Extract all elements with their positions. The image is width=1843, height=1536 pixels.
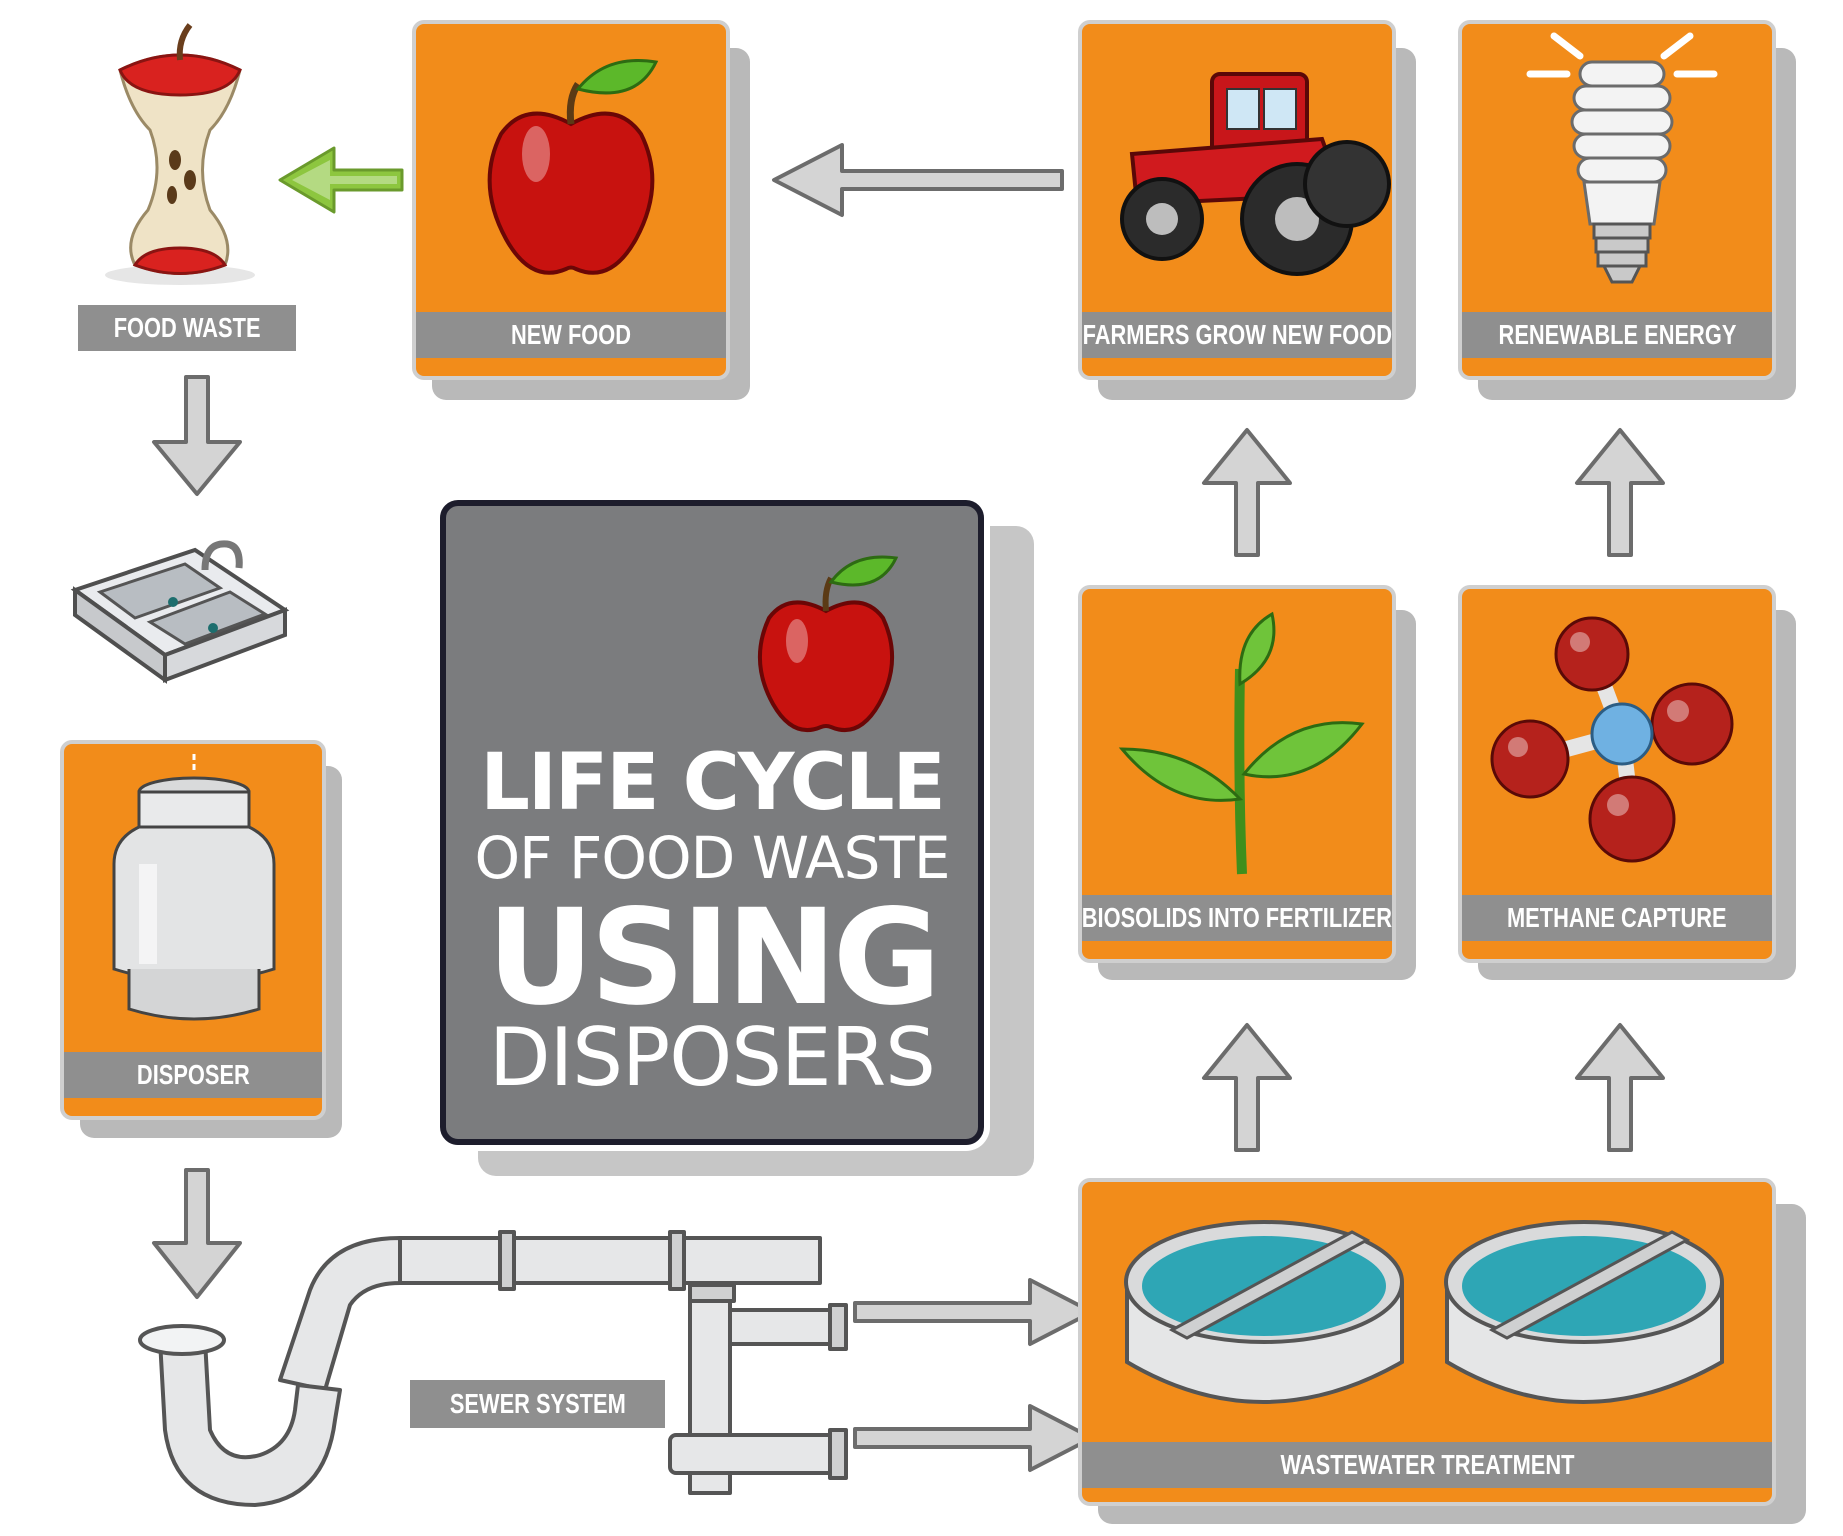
disposer-label: DISPOSER [64,1052,322,1098]
apple-icon [487,59,659,275]
arrow-up-icon [1575,1023,1665,1152]
title-box: LIFE CYCLE OF FOOD WASTE USING DISPOSERS [440,500,984,1145]
renewable-energy-label: RENEWABLE ENERGY [1462,312,1772,358]
arrow-left-green-icon [278,146,404,214]
apple-core-icon [105,23,255,285]
arrow-right-icon [853,1278,1094,1346]
methane-label: METHANE CAPTURE [1462,895,1772,941]
title-line-4: DISPOSERS [489,1011,936,1104]
renewable-energy-panel: RENEWABLE ENERGY [1458,20,1776,380]
disposer-icon [112,754,276,1021]
molecule-icon [1490,616,1734,863]
title-line-3: USING [486,881,941,1035]
methane-panel: METHANE CAPTURE [1458,585,1776,963]
sink-icon [70,540,290,684]
farmers-label: FARMERS GROW NEW FOOD [1082,312,1392,358]
arrow-left-icon [772,143,1064,217]
new-food-panel: NEW FOOD [412,20,730,380]
disposer-panel: DISPOSER [60,740,326,1120]
wastewater-panel: WASTEWATER TREATMENT [1078,1178,1776,1506]
arrow-down-icon [152,1168,242,1299]
plant-icon [1118,611,1365,875]
food-waste-step [60,20,310,350]
wastewater-label: WASTEWATER TREATMENT [1082,1442,1772,1488]
biosolids-panel: BIOSOLIDS INTO FERTILIZER [1078,585,1396,963]
treatment-tanks-icon [1124,1220,1724,1404]
food-waste-label: FOOD WASTE [78,305,296,351]
arrow-right-icon [853,1404,1094,1472]
new-food-label: NEW FOOD [416,312,726,358]
arrow-down-icon [152,375,242,496]
farmers-panel: FARMERS GROW NEW FOOD [1078,20,1396,380]
apple-icon [758,555,899,733]
title-line-1: LIFE CYCLE [480,738,946,828]
sewer-label: SEWER SYSTEM [410,1380,665,1428]
arrow-up-icon [1202,1023,1292,1152]
tractor-icon [1120,72,1391,276]
light-bulb-icon [1526,32,1718,284]
arrow-up-icon [1202,428,1292,557]
biosolids-label: BIOSOLIDS INTO FERTILIZER [1082,895,1392,941]
title-line-2: OF FOOD WASTE [474,824,951,892]
pipe-icon [138,1230,848,1507]
arrow-up-icon [1575,428,1665,557]
